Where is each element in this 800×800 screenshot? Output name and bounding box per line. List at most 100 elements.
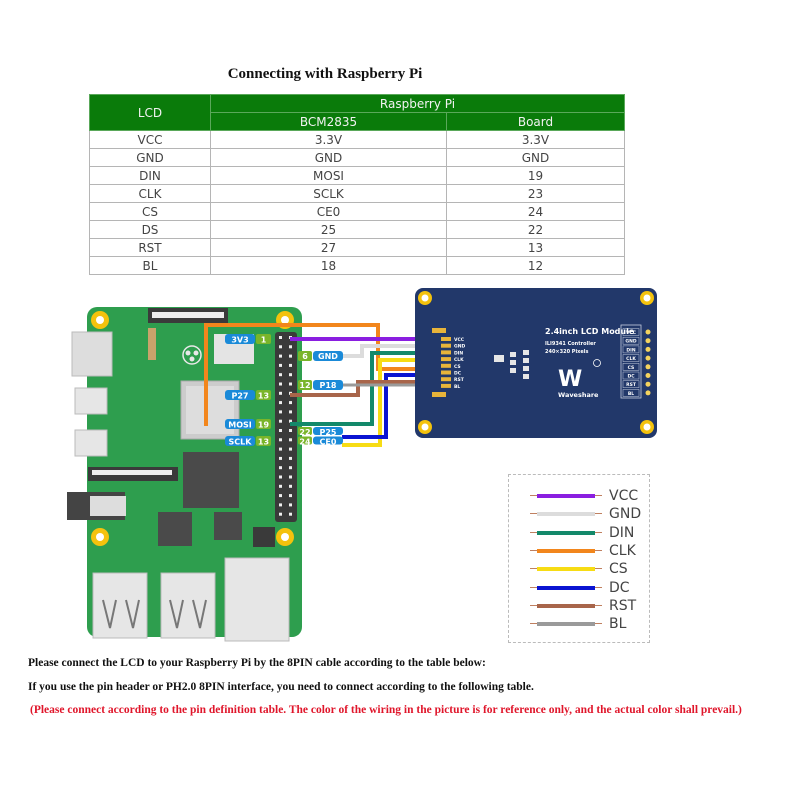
wire-swatch — [530, 512, 602, 517]
waveshare-logo-icon: W — [558, 367, 582, 392]
pin-name: P18 — [320, 381, 337, 390]
legend-item: CLK — [530, 542, 636, 560]
cell-bcm: MOSI — [210, 166, 447, 185]
cell-board: 3.3V — [446, 130, 625, 149]
wire-swatch — [530, 530, 602, 535]
pin-name: P27 — [232, 392, 249, 401]
lcd-pin-label: RST — [454, 377, 465, 383]
lcd-fpc-pin — [441, 350, 451, 355]
lcd-pin-label: VCC — [454, 337, 465, 343]
lcd-pin-label: CS — [454, 364, 461, 370]
lcd-fpc-pin — [441, 377, 451, 382]
pin-name: CE0 — [320, 438, 337, 447]
lcd-pin-label: BL — [454, 384, 460, 390]
instruction-line-2: If you use the pin header or PH2.0 8PIN … — [28, 681, 534, 693]
lcd-header-pin — [645, 329, 651, 335]
legend-label: VCC — [609, 488, 639, 504]
pin-name: 3V3 — [231, 336, 248, 345]
cell-board: 19 — [446, 166, 625, 185]
lcd-header-pin — [645, 373, 651, 378]
cell-lcd: RST — [89, 238, 211, 257]
pin-number: 6 — [302, 352, 308, 361]
lcd-pixels: 240×320 Pixels — [545, 349, 589, 355]
pin-number: 19 — [258, 421, 270, 430]
lcd-fpc-pin — [441, 337, 451, 341]
cell-lcd: BL — [89, 256, 211, 275]
legend-item: CS — [530, 560, 628, 578]
components — [494, 350, 529, 379]
pin-number: 22 — [299, 428, 310, 437]
gpio-pin — [279, 438, 282, 442]
lcd-header-pin — [645, 381, 651, 387]
cell-lcd: GND — [89, 148, 211, 167]
pin-name: P25 — [320, 428, 337, 437]
gpio-pin — [279, 382, 282, 386]
cell-bcm: 27 — [210, 238, 447, 257]
cell-board: 13 — [446, 238, 625, 257]
gpio-pin — [289, 456, 292, 460]
gpio-pin — [279, 466, 282, 470]
wire-dc — [342, 373, 440, 439]
wire-cs — [342, 358, 440, 447]
cell-board: 23 — [446, 184, 625, 203]
header-bcm: BCM2835 — [210, 112, 447, 131]
gpio-pin — [279, 401, 282, 405]
lcd-pin-label: DIN — [454, 350, 463, 356]
lcd-header-label: DIN — [626, 347, 635, 353]
cell-bcm: GND — [210, 148, 447, 167]
lcd-pin-label: DC — [454, 371, 462, 377]
gpio-pin — [279, 345, 282, 349]
raspberry-logo-icon — [182, 345, 202, 365]
cell-bcm: 25 — [210, 220, 447, 239]
cell-lcd: CS — [89, 202, 211, 221]
legend-item: DIN — [530, 524, 635, 542]
cell-bcm: SCLK — [210, 184, 447, 203]
legend-item: RST — [530, 597, 637, 615]
legend-label: RST — [609, 597, 637, 614]
lcd-pin-label: GND — [454, 344, 465, 350]
pin-number: 12 — [299, 381, 310, 390]
lcd-header-label: CS — [628, 365, 635, 371]
lcd-header-pin — [645, 355, 651, 361]
cell-bcm: 3.3V — [210, 130, 447, 149]
wire-din — [290, 351, 440, 426]
legend-label: DC — [609, 579, 630, 596]
page-title: Connecting with Raspberry Pi — [227, 66, 423, 82]
legend-item: DC — [530, 579, 630, 597]
gpio-pin — [289, 494, 292, 498]
gpio-pin — [289, 410, 292, 414]
pin-name: SCLK — [229, 438, 253, 447]
gpio-pin — [279, 494, 282, 498]
legend-label: DIN — [609, 524, 635, 541]
lcd-header-pin — [645, 364, 651, 370]
pin-number: 13 — [258, 438, 269, 447]
cell-lcd: VCC — [89, 130, 211, 149]
cell-board: GND — [446, 148, 625, 167]
legend-item: BL — [530, 615, 626, 633]
gpio-pin — [289, 354, 292, 358]
lcd-header-pin — [645, 338, 651, 344]
cell-lcd: DS — [89, 220, 211, 239]
gpio-pin — [279, 429, 282, 432]
header-lcd: LCD — [89, 94, 211, 131]
gpio-pin — [279, 373, 282, 377]
cell-board: 24 — [446, 202, 625, 221]
gpio-pin — [289, 401, 292, 405]
cell-bcm: 18 — [210, 256, 447, 275]
gpio-pin — [279, 336, 282, 339]
gpio-pin — [289, 503, 292, 507]
gpio-header — [275, 332, 297, 522]
lcd-header-label: VCC — [626, 330, 637, 336]
pi-pin-label: 12 P18 — [298, 380, 343, 390]
gpio-pin — [289, 475, 292, 479]
